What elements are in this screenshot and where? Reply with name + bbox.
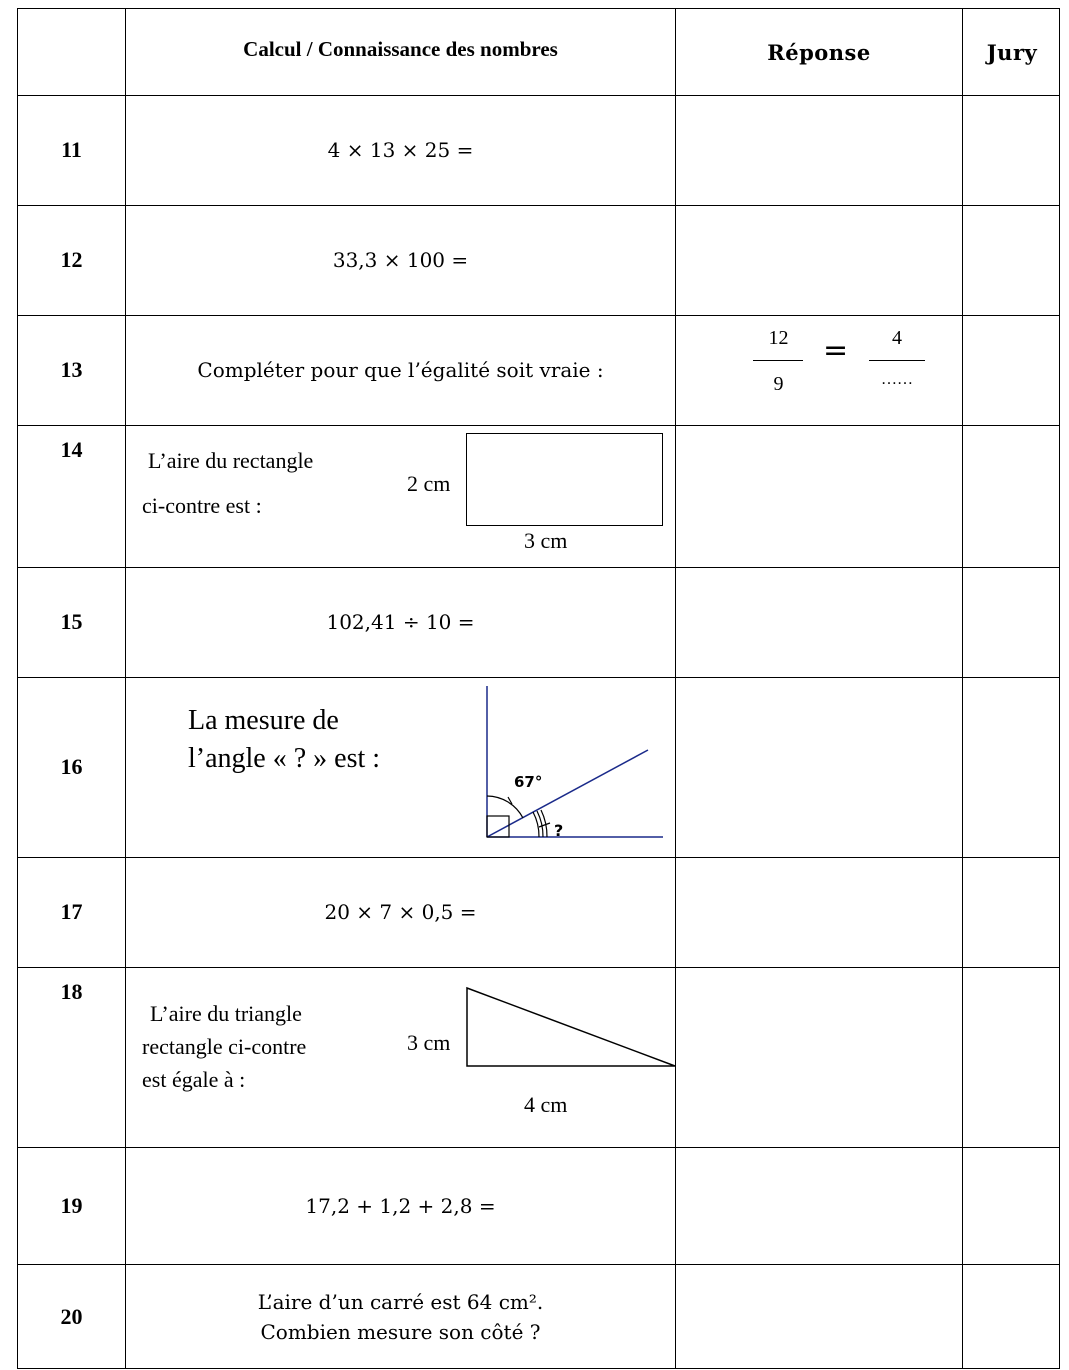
row-divider <box>18 857 1059 858</box>
equals-sign: = <box>823 333 849 368</box>
question-text: 20 × 7 × 0,5 = <box>324 900 477 924</box>
question-number: 13 <box>60 357 83 382</box>
fraction-left-denominator: 9 <box>773 373 784 395</box>
question-number: 16 <box>60 754 83 779</box>
question-text: Compléter pour que l’égalité soit vraie … <box>197 358 604 382</box>
question-text: l’angle « ? » est : <box>188 743 381 774</box>
question-line: Combien mesure son côté ? <box>260 1320 541 1344</box>
row-divider <box>18 315 1059 316</box>
triangle-base-label: 4 cm <box>524 1092 568 1117</box>
question-text: ci-contre est : <box>142 493 262 518</box>
row-divider <box>18 425 1059 426</box>
row-divider <box>18 967 1059 968</box>
question-text: L’aire du rectangle <box>148 448 314 473</box>
angle-label: 67° <box>514 773 542 791</box>
row-divider <box>18 567 1059 568</box>
row-divider <box>18 1147 1059 1148</box>
question-number: 18 <box>60 979 83 1004</box>
rectangle-figure <box>466 433 663 526</box>
triangle-height-label: 3 cm <box>407 1030 451 1055</box>
fraction-bar <box>753 360 803 361</box>
fraction-equality: 12 9 = 4 …… <box>676 315 962 425</box>
column-divider <box>675 9 676 1368</box>
fraction-right-numerator: 4 <box>892 327 902 349</box>
question-text: est égale à : <box>142 1067 246 1092</box>
rectangle-height-label: 2 cm <box>407 471 451 496</box>
row-divider <box>18 205 1059 206</box>
fraction-bar <box>869 360 925 361</box>
question-line: L’aire d’un carré est 64 cm². <box>257 1290 544 1314</box>
row-divider <box>18 677 1059 678</box>
row-divider <box>18 95 1059 96</box>
question-text: rectangle ci-contre <box>142 1034 307 1059</box>
question-number: 19 <box>60 1192 83 1218</box>
question-text: 17,2 + 1,2 + 2,8 = <box>305 1193 496 1218</box>
question-text: 4 × 13 × 25 = <box>327 138 474 162</box>
question-number: 14 <box>60 437 83 462</box>
header-jury: Jury <box>986 39 1038 65</box>
header-answer: Réponse <box>767 39 871 65</box>
row-divider <box>18 1264 1059 1265</box>
question-text: 33,3 × 100 = <box>332 248 469 272</box>
rectangle-width-label: 3 cm <box>524 528 568 553</box>
question-text: L’aire du triangle <box>150 1001 302 1026</box>
unknown-angle-label: ? <box>554 821 563 840</box>
header-question: Calcul / Connaissance des nombres <box>243 36 558 61</box>
question-number: 15 <box>60 609 83 634</box>
triangle-figure <box>466 986 676 1067</box>
quiz-table: Calcul / Connaissance des nombres Répons… <box>17 8 1060 1369</box>
question-number: 11 <box>61 137 82 162</box>
question-number: 20 <box>60 1304 83 1329</box>
question-text: 102,41 ÷ 10 = <box>326 610 475 634</box>
question-number: 12 <box>60 247 83 272</box>
question-text: La mesure de <box>188 705 339 736</box>
fraction-right-denominator-blank[interactable]: …… <box>881 371 913 388</box>
column-divider <box>125 9 126 1368</box>
fraction-left-numerator: 12 <box>768 327 789 349</box>
question-number: 17 <box>60 899 83 924</box>
question-text: L’aire d’un carré est 64 cm². Combien me… <box>126 1264 675 1370</box>
column-divider <box>962 9 963 1368</box>
angle-figure: 67° ? <box>486 686 663 840</box>
